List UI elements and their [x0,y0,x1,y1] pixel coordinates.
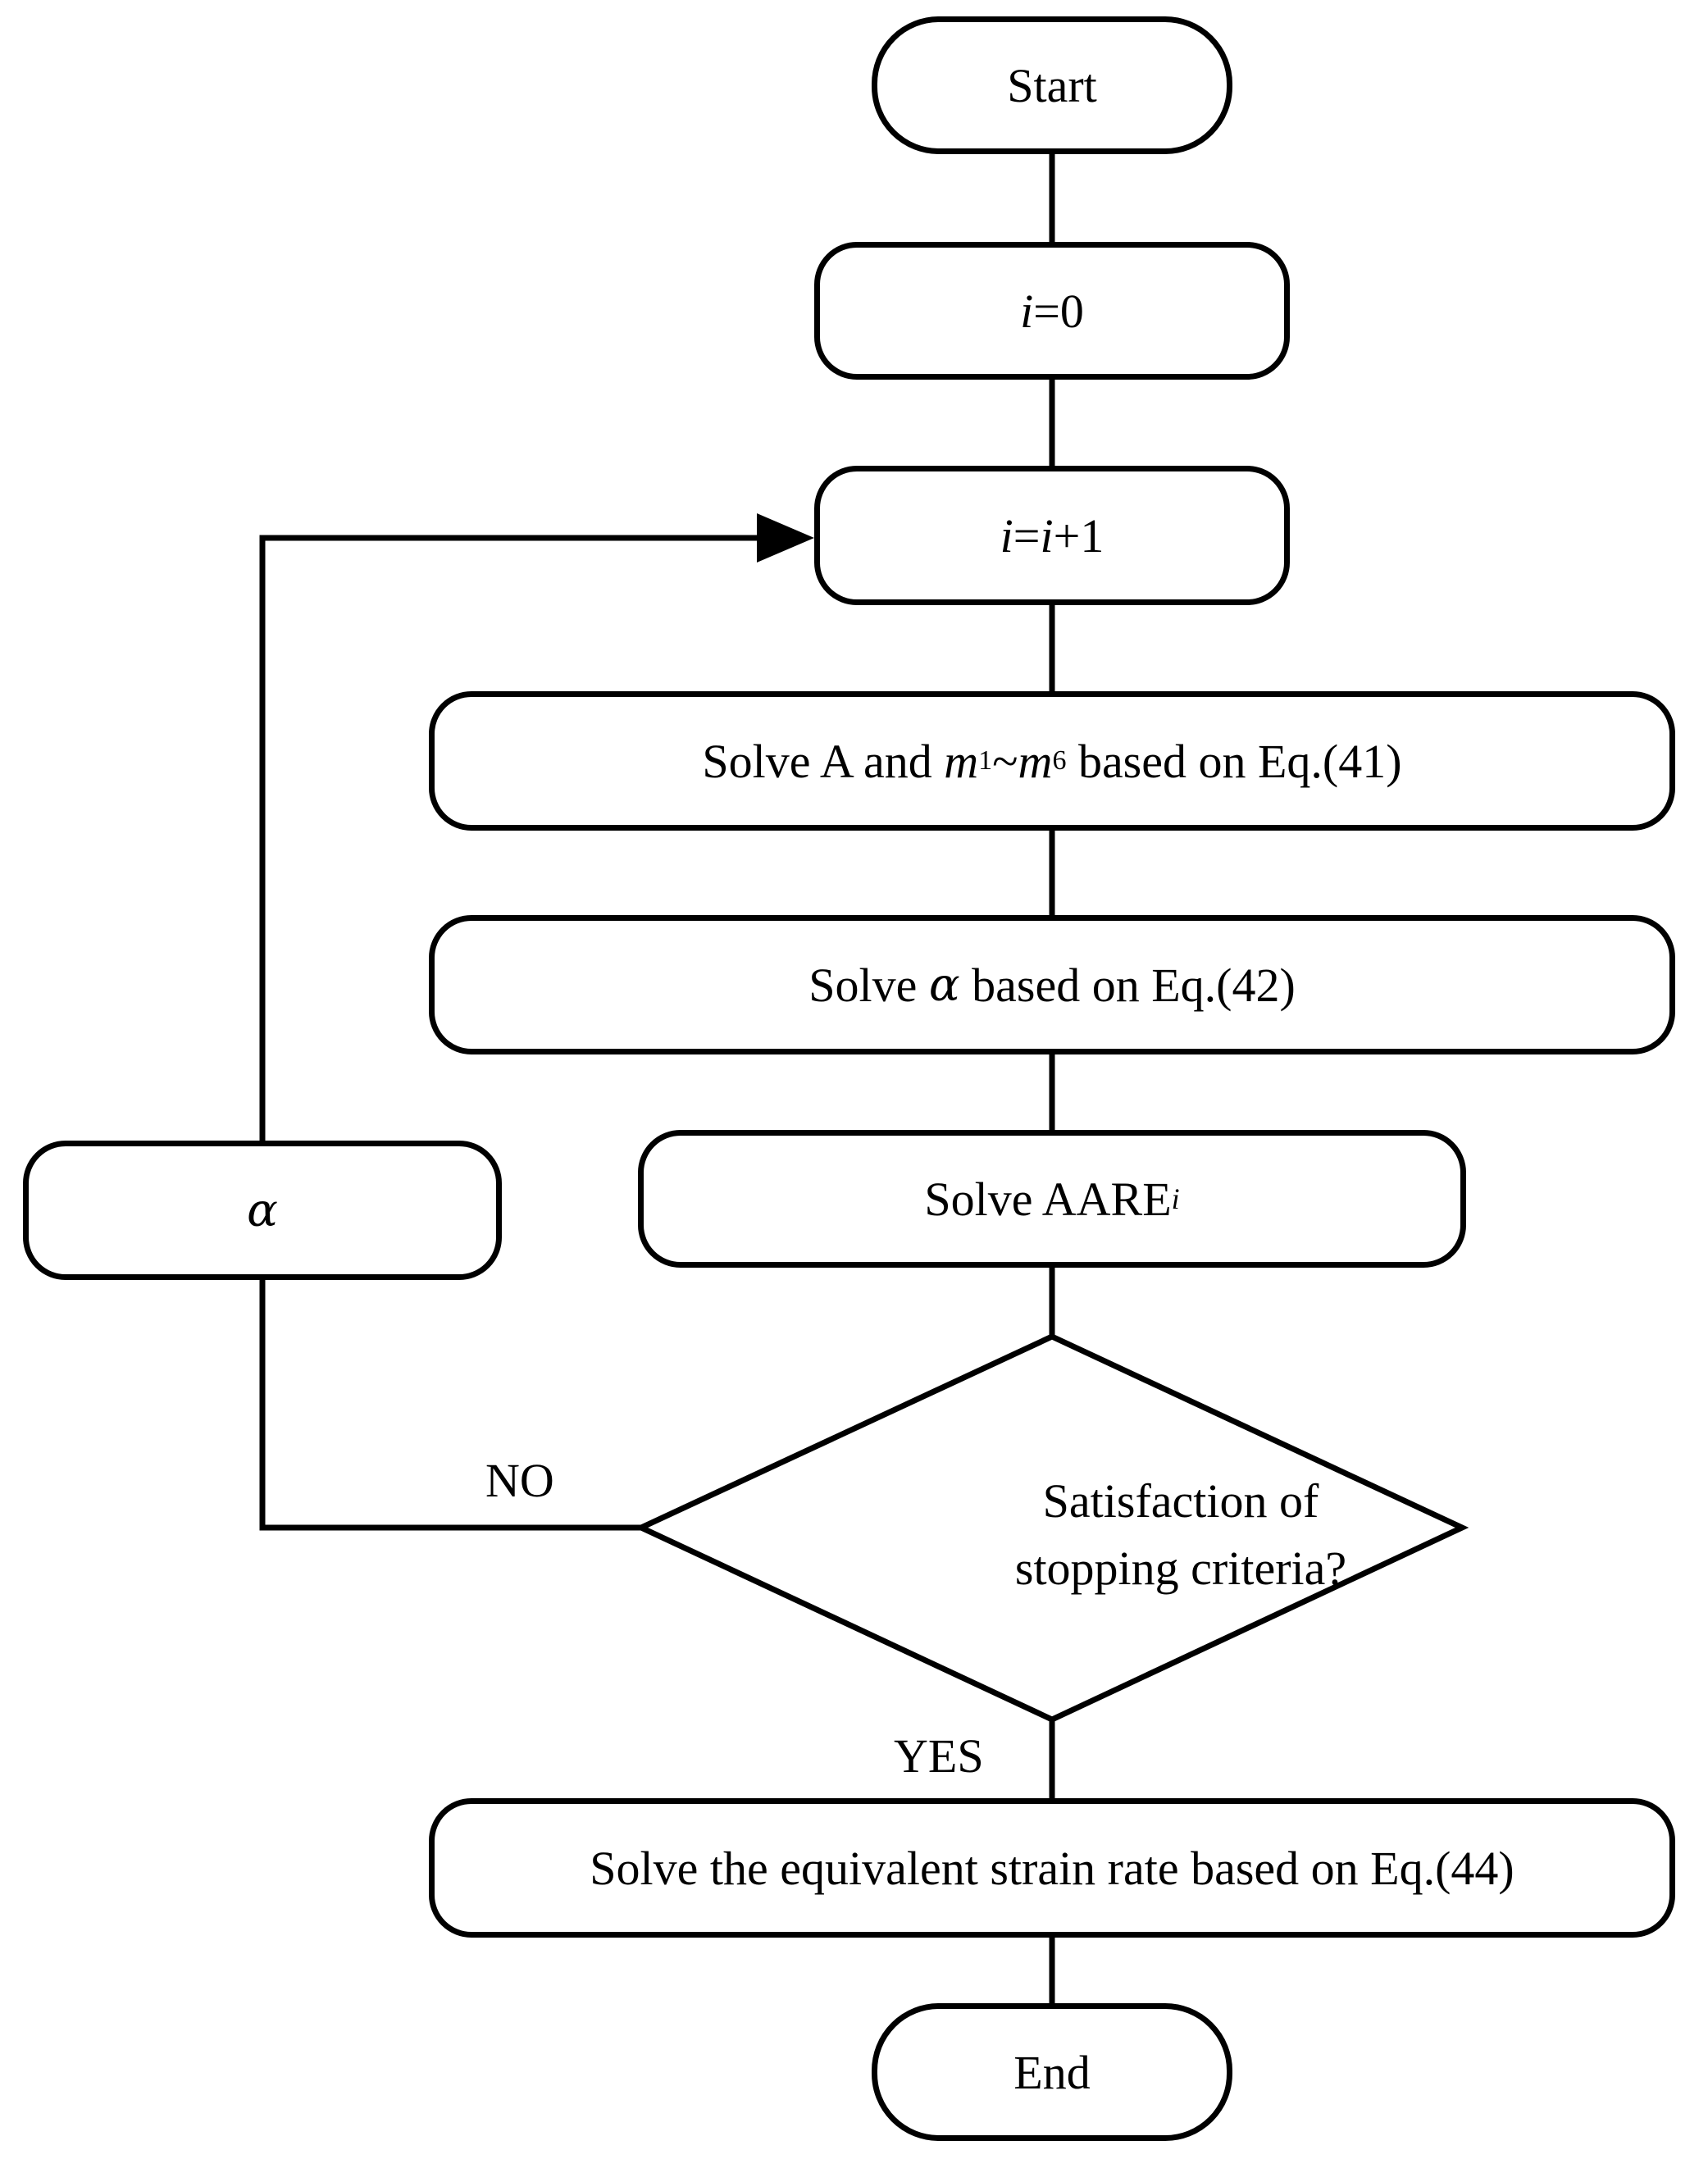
arrowhead-icon [757,513,814,563]
increment-var2: i [1040,508,1054,563]
edge-alpha-to-increment [259,535,763,1142]
increment-eq: = [1013,508,1041,563]
solve-alpha-node: Solve α based on Eq.(42) [429,915,1675,1054]
solve-a-sub6: 6 [1052,745,1067,776]
alpha-node: α [23,1141,502,1280]
init-rest: =0 [1033,284,1084,338]
solve-rate-node: Solve the equivalent strain rate based o… [429,1798,1675,1938]
start-label: Start [1007,58,1097,112]
decision-line-2: stopping criteria? [1014,1542,1347,1595]
increment-var: i [1000,508,1013,563]
solve-alpha-prefix: Solve [808,958,929,1012]
solve-alpha-symbol: α [928,958,960,1012]
solve-a-suffix: based on Eq.(41) [1066,734,1402,788]
start-node: Start [872,16,1232,154]
solve-a-m6: m [1018,734,1053,788]
end-node: End [872,2003,1232,2141]
solve-a-sub1: 1 [978,745,993,776]
edge-no-to-alpha [259,1278,641,1531]
decision-line-1: Satisfaction of [1042,1474,1319,1528]
no-label: NO [485,1454,554,1507]
solve-aare-prefix: Solve AARE [924,1172,1172,1226]
decision-diamond [634,1333,1469,1723]
alpha-symbol: α [247,1183,278,1237]
solve-alpha-suffix: based on Eq.(42) [959,958,1296,1012]
solve-rate-label: Solve the equivalent strain rate based o… [590,1841,1514,1895]
solve-a-m1: m [944,734,979,788]
solve-a-tilde: ~ [992,734,1018,788]
increment-rest: +1 [1053,508,1105,563]
yes-label: YES [894,1729,984,1783]
increment-node: i=i+1 [814,466,1290,605]
solve-a-prefix: Solve A and [702,734,945,788]
end-label: End [1013,2045,1091,2099]
init-var: i [1020,284,1034,338]
init-node: i=0 [814,242,1290,380]
solve-aare-sub: i [1171,1182,1180,1215]
decision-text: Satisfaction of stopping criteria? [886,1468,1476,1602]
